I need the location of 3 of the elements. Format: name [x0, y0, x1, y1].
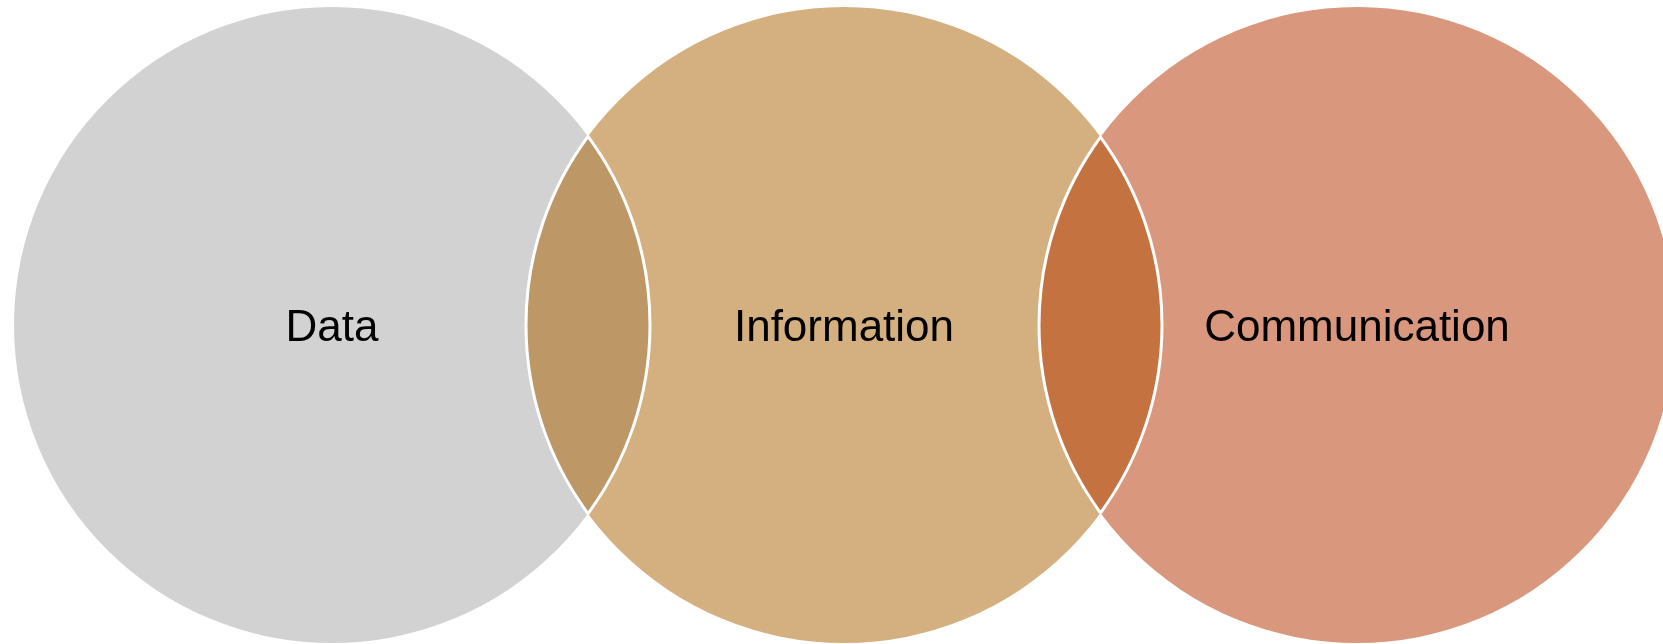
circle-label: Communication — [1204, 301, 1510, 350]
circle-label: Information — [733, 301, 955, 350]
circle-label: Data — [285, 301, 379, 350]
